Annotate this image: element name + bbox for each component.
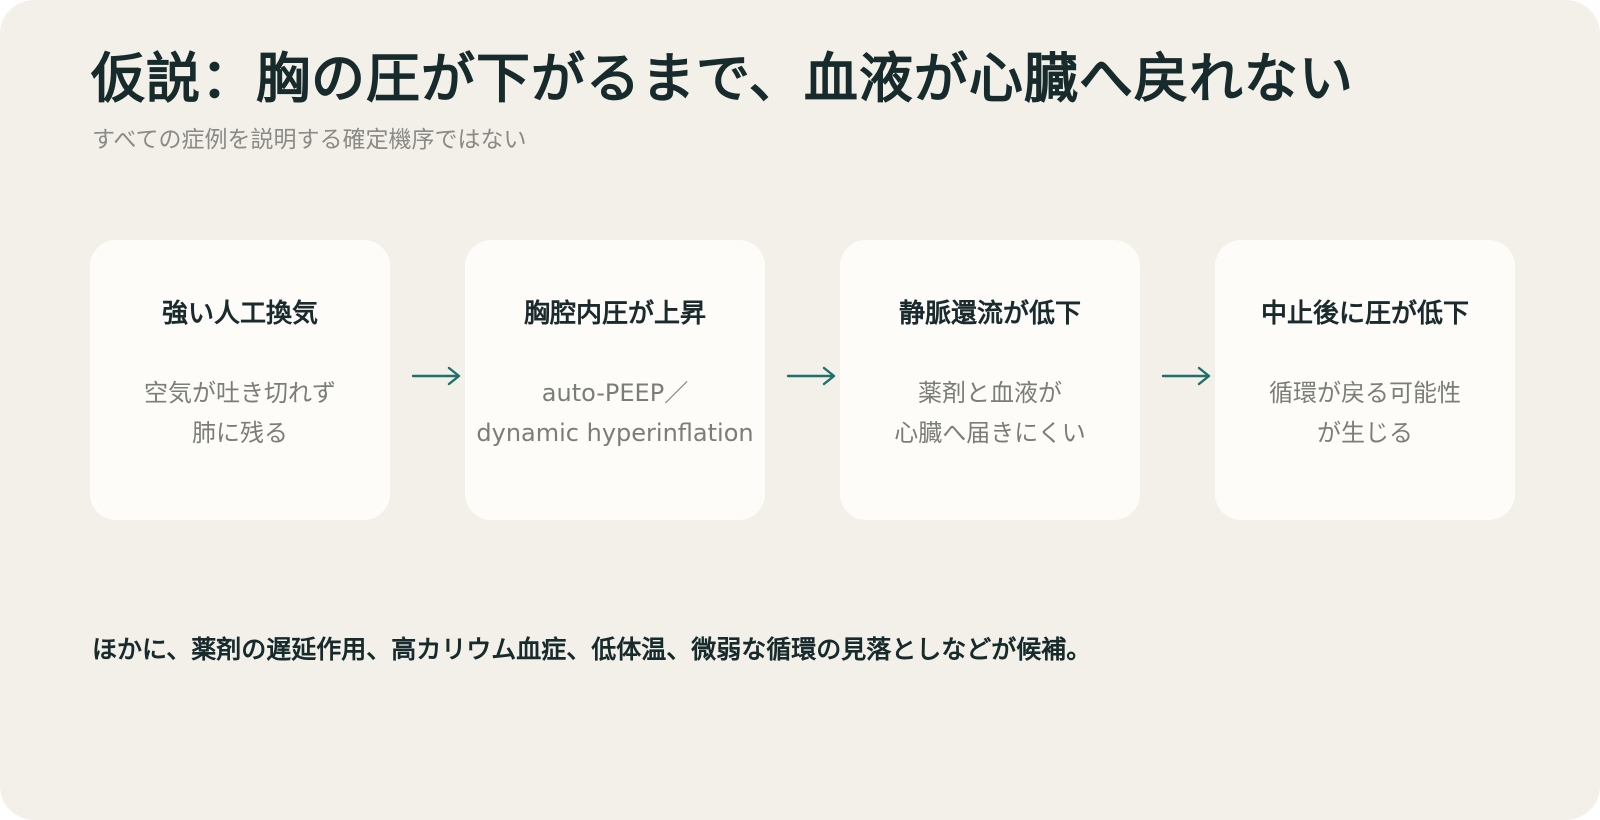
step-card-ventilation: 強い人工換気 空気が吐き切れず 肺に残る <box>90 240 390 520</box>
right-arrow-icon <box>786 366 836 386</box>
step-description: 循環が戻る可能性 が生じる <box>1215 373 1515 453</box>
step-description-line: 空気が吐き切れず <box>144 379 336 407</box>
right-arrow-icon <box>411 366 461 386</box>
step-title: 中止後に圧が低下 <box>1260 299 1469 329</box>
step-title: 強い人工換気 <box>161 299 318 329</box>
step-description-line: が生じる <box>1317 419 1413 447</box>
step-title: 静脈還流が低下 <box>898 299 1081 329</box>
slide-subtitle: すべての症例を説明する確定機序ではない <box>92 127 527 153</box>
step-description-line: auto-PEEP／ <box>541 379 689 407</box>
right-arrow-icon <box>1161 366 1211 386</box>
footnote: ほかに、薬剤の遅延作用、高カリウム血症、低体温、微弱な循環の見落としなどが候補。 <box>92 635 1092 664</box>
slide-title: 仮説：胸の圧が下がるまで、血液が心臓へ戻れない <box>91 47 1354 110</box>
step-description-line: dynamic hyperinflation <box>476 419 754 447</box>
flow-diagram: 強い人工換気 空気が吐き切れず 肺に残る 胸腔内圧が上昇 auto-PEEP／ … <box>90 240 1515 520</box>
step-description: 空気が吐き切れず 肺に残る <box>90 373 390 453</box>
step-description-line: 薬剤と血液が <box>918 379 1062 407</box>
step-description-line: 肺に残る <box>192 419 288 447</box>
step-card-venous-return: 静脈還流が低下 薬剤と血液が 心臓へ届きにくい <box>840 240 1140 520</box>
step-title: 胸腔内圧が上昇 <box>523 299 706 329</box>
step-card-intrathoracic-pressure: 胸腔内圧が上昇 auto-PEEP／ dynamic hyperinflatio… <box>465 240 765 520</box>
step-description-line: 循環が戻る可能性 <box>1269 379 1461 407</box>
step-card-pressure-drop: 中止後に圧が低下 循環が戻る可能性 が生じる <box>1215 240 1515 520</box>
step-description-line: 心臓へ届きにくい <box>894 419 1086 447</box>
step-description: auto-PEEP／ dynamic hyperinflation <box>465 373 765 453</box>
step-description: 薬剤と血液が 心臓へ届きにくい <box>840 373 1140 453</box>
